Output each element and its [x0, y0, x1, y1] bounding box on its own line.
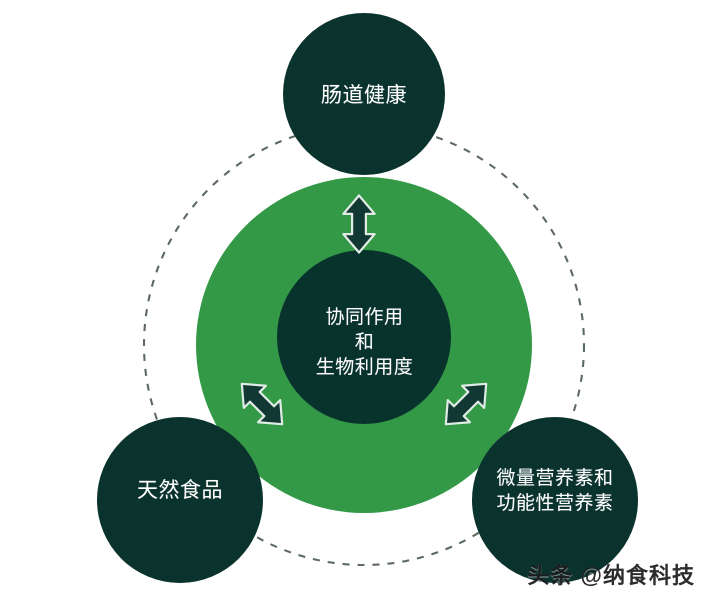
node-natural-foods[interactable] [97, 417, 263, 583]
node-micronutrients[interactable] [472, 417, 638, 583]
watermark: 头条 @纳食科技 [527, 563, 695, 588]
node-gut-health[interactable] [283, 13, 445, 175]
center-node[interactable] [277, 250, 451, 424]
